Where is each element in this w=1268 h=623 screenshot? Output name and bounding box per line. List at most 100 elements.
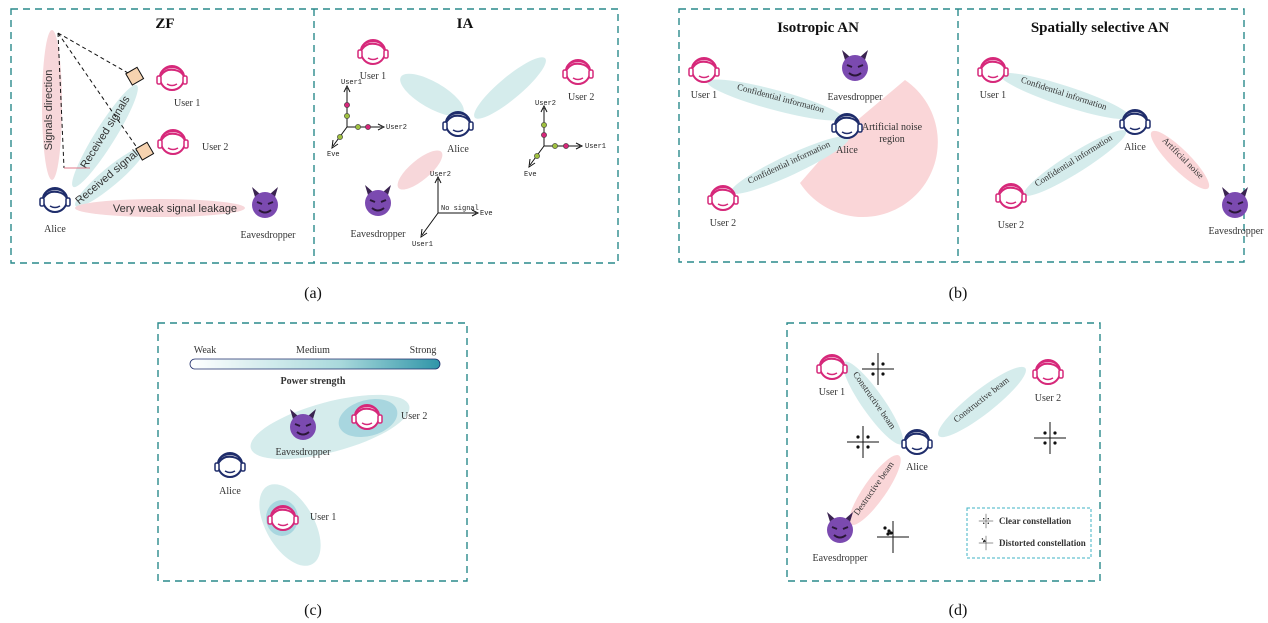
an-region	[800, 80, 938, 218]
d-destructive-beam	[849, 455, 901, 525]
zf-antenna-2	[135, 141, 155, 161]
signals-direction-label: Signals direction	[43, 70, 55, 151]
d-user2-icon	[1032, 359, 1064, 385]
zf-dashed-line-3	[57, 32, 65, 169]
c-alice-label: Alice	[219, 486, 241, 497]
weak-label: Weak	[194, 345, 217, 356]
ia-center-right-label: Eve	[480, 210, 493, 218]
iso-user2-label: User 2	[710, 218, 736, 229]
received-beam-1	[72, 84, 138, 188]
panel-d: Constructive beam Constructive beam Dest…	[786, 322, 1101, 582]
ia-beam-user1	[400, 73, 464, 117]
d-user2-label: User 2	[1035, 393, 1061, 404]
ia-right-bottom-label: Eve	[524, 171, 537, 179]
an-region-label-2: region	[879, 134, 905, 145]
d-user1-icon	[816, 354, 848, 380]
zf-alice-icon	[39, 187, 71, 213]
legend-distorted-label: Distorted constellation	[999, 538, 1086, 548]
d-constructive-beam-2	[938, 366, 1026, 438]
ia-center-note-label: No signal	[441, 205, 479, 213]
d-eve-icon	[826, 511, 854, 544]
zf-title: ZF	[155, 16, 174, 32]
ia-eve-icon	[364, 184, 392, 217]
ia-eve-label: Eavesdropper	[351, 229, 407, 240]
c-eve-label: Eavesdropper	[276, 447, 332, 458]
ia-left-top-label: User1	[341, 79, 362, 87]
sel-user2-label: User 2	[998, 220, 1024, 231]
iso-user1-icon	[688, 57, 720, 83]
ia-left-right-label: User2	[386, 124, 407, 132]
d-alice-icon	[901, 429, 933, 455]
ia-left-bottom-label: Eve	[327, 151, 340, 159]
zf-user1-label: User 1	[174, 98, 200, 109]
ia-alice-icon	[442, 111, 474, 137]
d-user1-label: User 1	[819, 387, 845, 398]
ia-beam-user2	[474, 57, 546, 119]
c-beam-upper	[250, 394, 410, 460]
d-alice-label: Alice	[906, 462, 928, 473]
zf-user2-icon	[157, 129, 189, 155]
zf-dashed-line-2	[57, 32, 141, 153]
ia-user2-icon	[562, 59, 594, 85]
ia-center-top-label: User2	[430, 171, 451, 179]
sel-alice-label: Alice	[1124, 142, 1146, 153]
power-gradient-bar	[189, 358, 441, 370]
zf-user1-icon	[156, 65, 188, 91]
ia-title: IA	[457, 16, 474, 32]
caption-a: (a)	[304, 285, 322, 302]
sel-conf-beam-2	[1023, 130, 1127, 196]
leakage-beam	[75, 199, 245, 217]
c-user2-label: User 2	[401, 411, 427, 422]
zf-alice-label: Alice	[44, 224, 66, 235]
d-constellation-alice	[846, 425, 880, 459]
ia-center-bottom-label: User1	[412, 241, 433, 249]
signals-direction-beam	[42, 30, 62, 180]
panel-c: Weak Medium Strong Power strength User 2…	[157, 322, 468, 582]
ia-user2-label: User 2	[568, 92, 594, 103]
sel-eve-icon	[1221, 186, 1249, 219]
d-constellation-user2	[1033, 421, 1067, 455]
c-user1-label: User 1	[310, 512, 336, 523]
panel-b-frame	[678, 8, 1245, 263]
ia-axes-center: User2 Eve User1 No signal	[412, 171, 493, 249]
sel-an-beam	[1150, 130, 1210, 190]
zf-user2-label: User 2	[202, 142, 228, 153]
ia-right-top-label: User2	[535, 100, 556, 108]
strong-label: Strong	[410, 345, 437, 356]
panel-c-frame	[157, 322, 468, 582]
iso-conf-beam-2	[730, 136, 850, 194]
legend-clear-label: Clear constellation	[999, 516, 1071, 526]
iso-title: Isotropic AN	[777, 20, 859, 36]
d-constellation-eve	[876, 520, 910, 554]
zf-antenna-1	[125, 66, 145, 86]
zf-eve-label: Eavesdropper	[241, 230, 297, 241]
ia-user1-icon	[357, 39, 389, 65]
received-beam-2	[75, 147, 145, 207]
power-strength-label: Power strength	[281, 376, 346, 387]
caption-d: (d)	[949, 602, 968, 619]
d-constructive-beam-1	[842, 361, 904, 445]
d-eve-label: Eavesdropper	[813, 553, 869, 564]
zf-dashed-line-1	[57, 32, 136, 78]
iso-eve-label: Eavesdropper	[828, 92, 884, 103]
ia-axes-right: User2 User1 Eve	[524, 100, 606, 179]
iso-eve-icon	[841, 49, 869, 82]
d-legend: Clear constellation Distorted constellat…	[966, 507, 1092, 559]
iso-alice-label: Alice	[836, 145, 858, 156]
ia-right-right-label: User1	[585, 143, 606, 151]
leakage-label: Very weak signal leakage	[113, 203, 237, 215]
sel-conf-label-2: Confidential information	[1033, 132, 1115, 188]
ia-axes-left: User1 User2 Eve	[327, 79, 407, 159]
c-alice-icon	[214, 452, 246, 478]
panel-d-frame	[786, 322, 1101, 582]
sel-conf-beam-1	[1000, 72, 1130, 120]
zf-eve-icon	[251, 186, 279, 219]
panel-a: ZF IA Signals direction Received signals…	[10, 8, 619, 264]
sel-title: Spatially selective AN	[1031, 20, 1169, 36]
caption-c: (c)	[304, 602, 322, 619]
sel-user1-label: User 1	[980, 90, 1006, 101]
iso-conf-beam-1	[707, 79, 843, 121]
an-region-label-1: Artificial noise	[862, 122, 923, 133]
panel-b: Isotropic AN Spatially selective AN Conf…	[678, 8, 1264, 263]
